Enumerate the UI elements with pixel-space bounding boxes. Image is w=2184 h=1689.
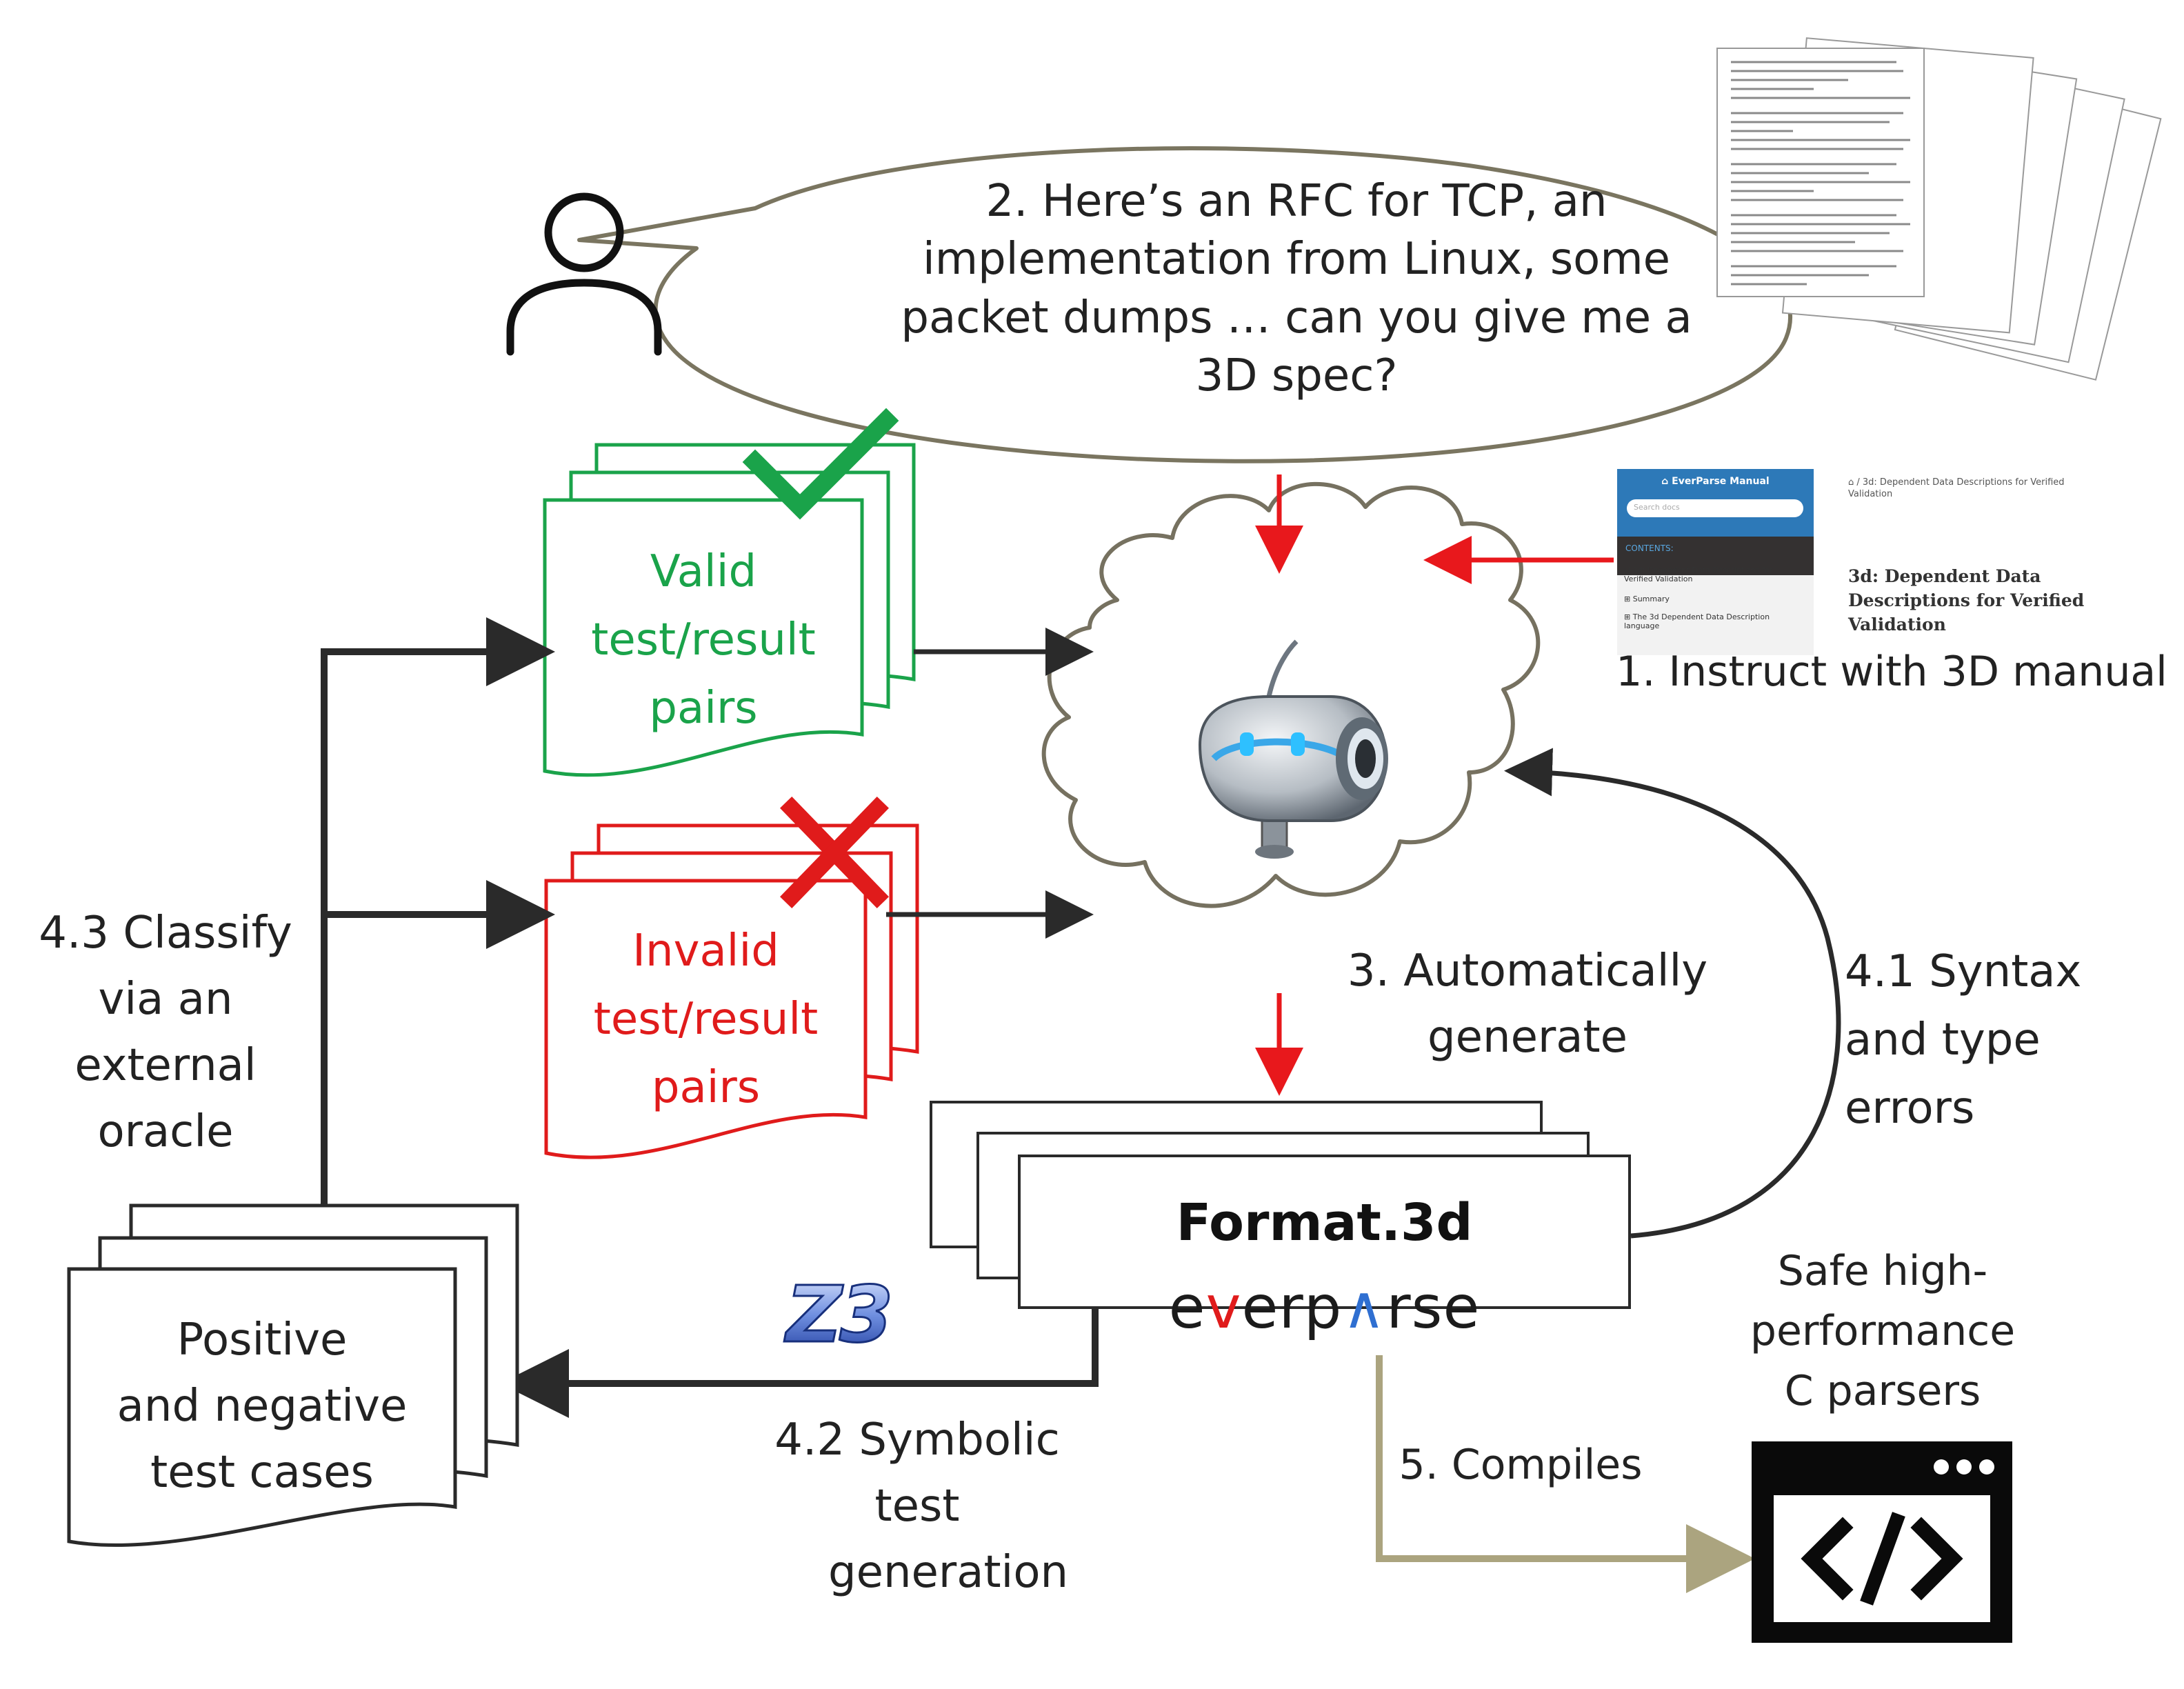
cloud <box>1041 481 1541 908</box>
classify-label: 4.3 Classify via an external oracle <box>39 908 292 1157</box>
invalid-pairs-stack <box>544 823 919 1159</box>
manual-screenshot: ⌂ EverParse Manual Search docs CONTENTS:… <box>1617 469 2093 655</box>
speech-text: 2. Here’s an RFC for TCP, an implementat… <box>901 176 1692 402</box>
arrow-symbolic-generation <box>500 1309 1099 1418</box>
parsers-label: Safe high- performance C parsers <box>1750 1247 2016 1415</box>
classify-connector <box>321 617 555 1207</box>
syntax-errors-label: 4.1 Syntax and type errors <box>1845 946 2082 1135</box>
valid-pairs-label: Valid test/result pairs <box>591 546 816 734</box>
cross-icon <box>780 797 889 908</box>
manual-sidebar: ⌂ EverParse Manual Search docs CONTENTS:… <box>1617 469 1814 655</box>
code-window-icon <box>1752 1441 2012 1643</box>
manual-breadcrumb: ⌂ / 3d: Dependent Data Descriptions for … <box>1848 477 2065 499</box>
rfc-documents-icon <box>1716 37 2162 381</box>
valid-pairs-stack <box>543 443 916 777</box>
test-cases-label: Positive and negative test cases <box>117 1315 408 1498</box>
user-icon <box>506 192 662 356</box>
auto-generate-label: 3. Automatically generate <box>1347 946 1708 1063</box>
invalid-pairs-label: Invalid test/result pairs <box>593 926 819 1114</box>
everparse-logo: everp∧rse everparse <box>1168 1273 1481 1342</box>
z3-logo-icon: Z3 <box>784 1270 890 1360</box>
manual-search-input: Search docs <box>1627 499 1803 517</box>
speech-bubble <box>577 146 1792 463</box>
format-stack <box>930 1101 1631 1309</box>
manual-contents: CONTENTS: <box>1617 537 1814 575</box>
manual-header: ⌂ EverParse Manual Search docs <box>1617 469 1814 537</box>
format-doc-title: Format.3d <box>1176 1193 1473 1252</box>
test-cases-stack <box>67 1203 519 1547</box>
arrow-compiles <box>1376 1355 1755 1593</box>
manual-step-label: 1. Instruct with 3D manual <box>1616 648 2167 696</box>
manual-page-title: 3d: Dependent Data Descriptions for Veri… <box>1848 566 2085 634</box>
checkmark-icon <box>742 408 899 520</box>
robot-icon <box>1198 639 1388 859</box>
manual-toc-item: ⊞ The 3d Dependent Data Description lang… <box>1624 612 1770 631</box>
compiles-label: 5. Compiles <box>1399 1441 1643 1489</box>
manual-toc-item: ⊟ 3d: Dependent Data Descriptions for Ve… <box>1624 566 1773 584</box>
arrow-syntax-errors <box>1504 748 1841 1239</box>
symbolic-label: 4.2 Symbolic test generation <box>774 1415 1069 1598</box>
manual-toc-item: ⊞ Summary <box>1624 594 1670 603</box>
